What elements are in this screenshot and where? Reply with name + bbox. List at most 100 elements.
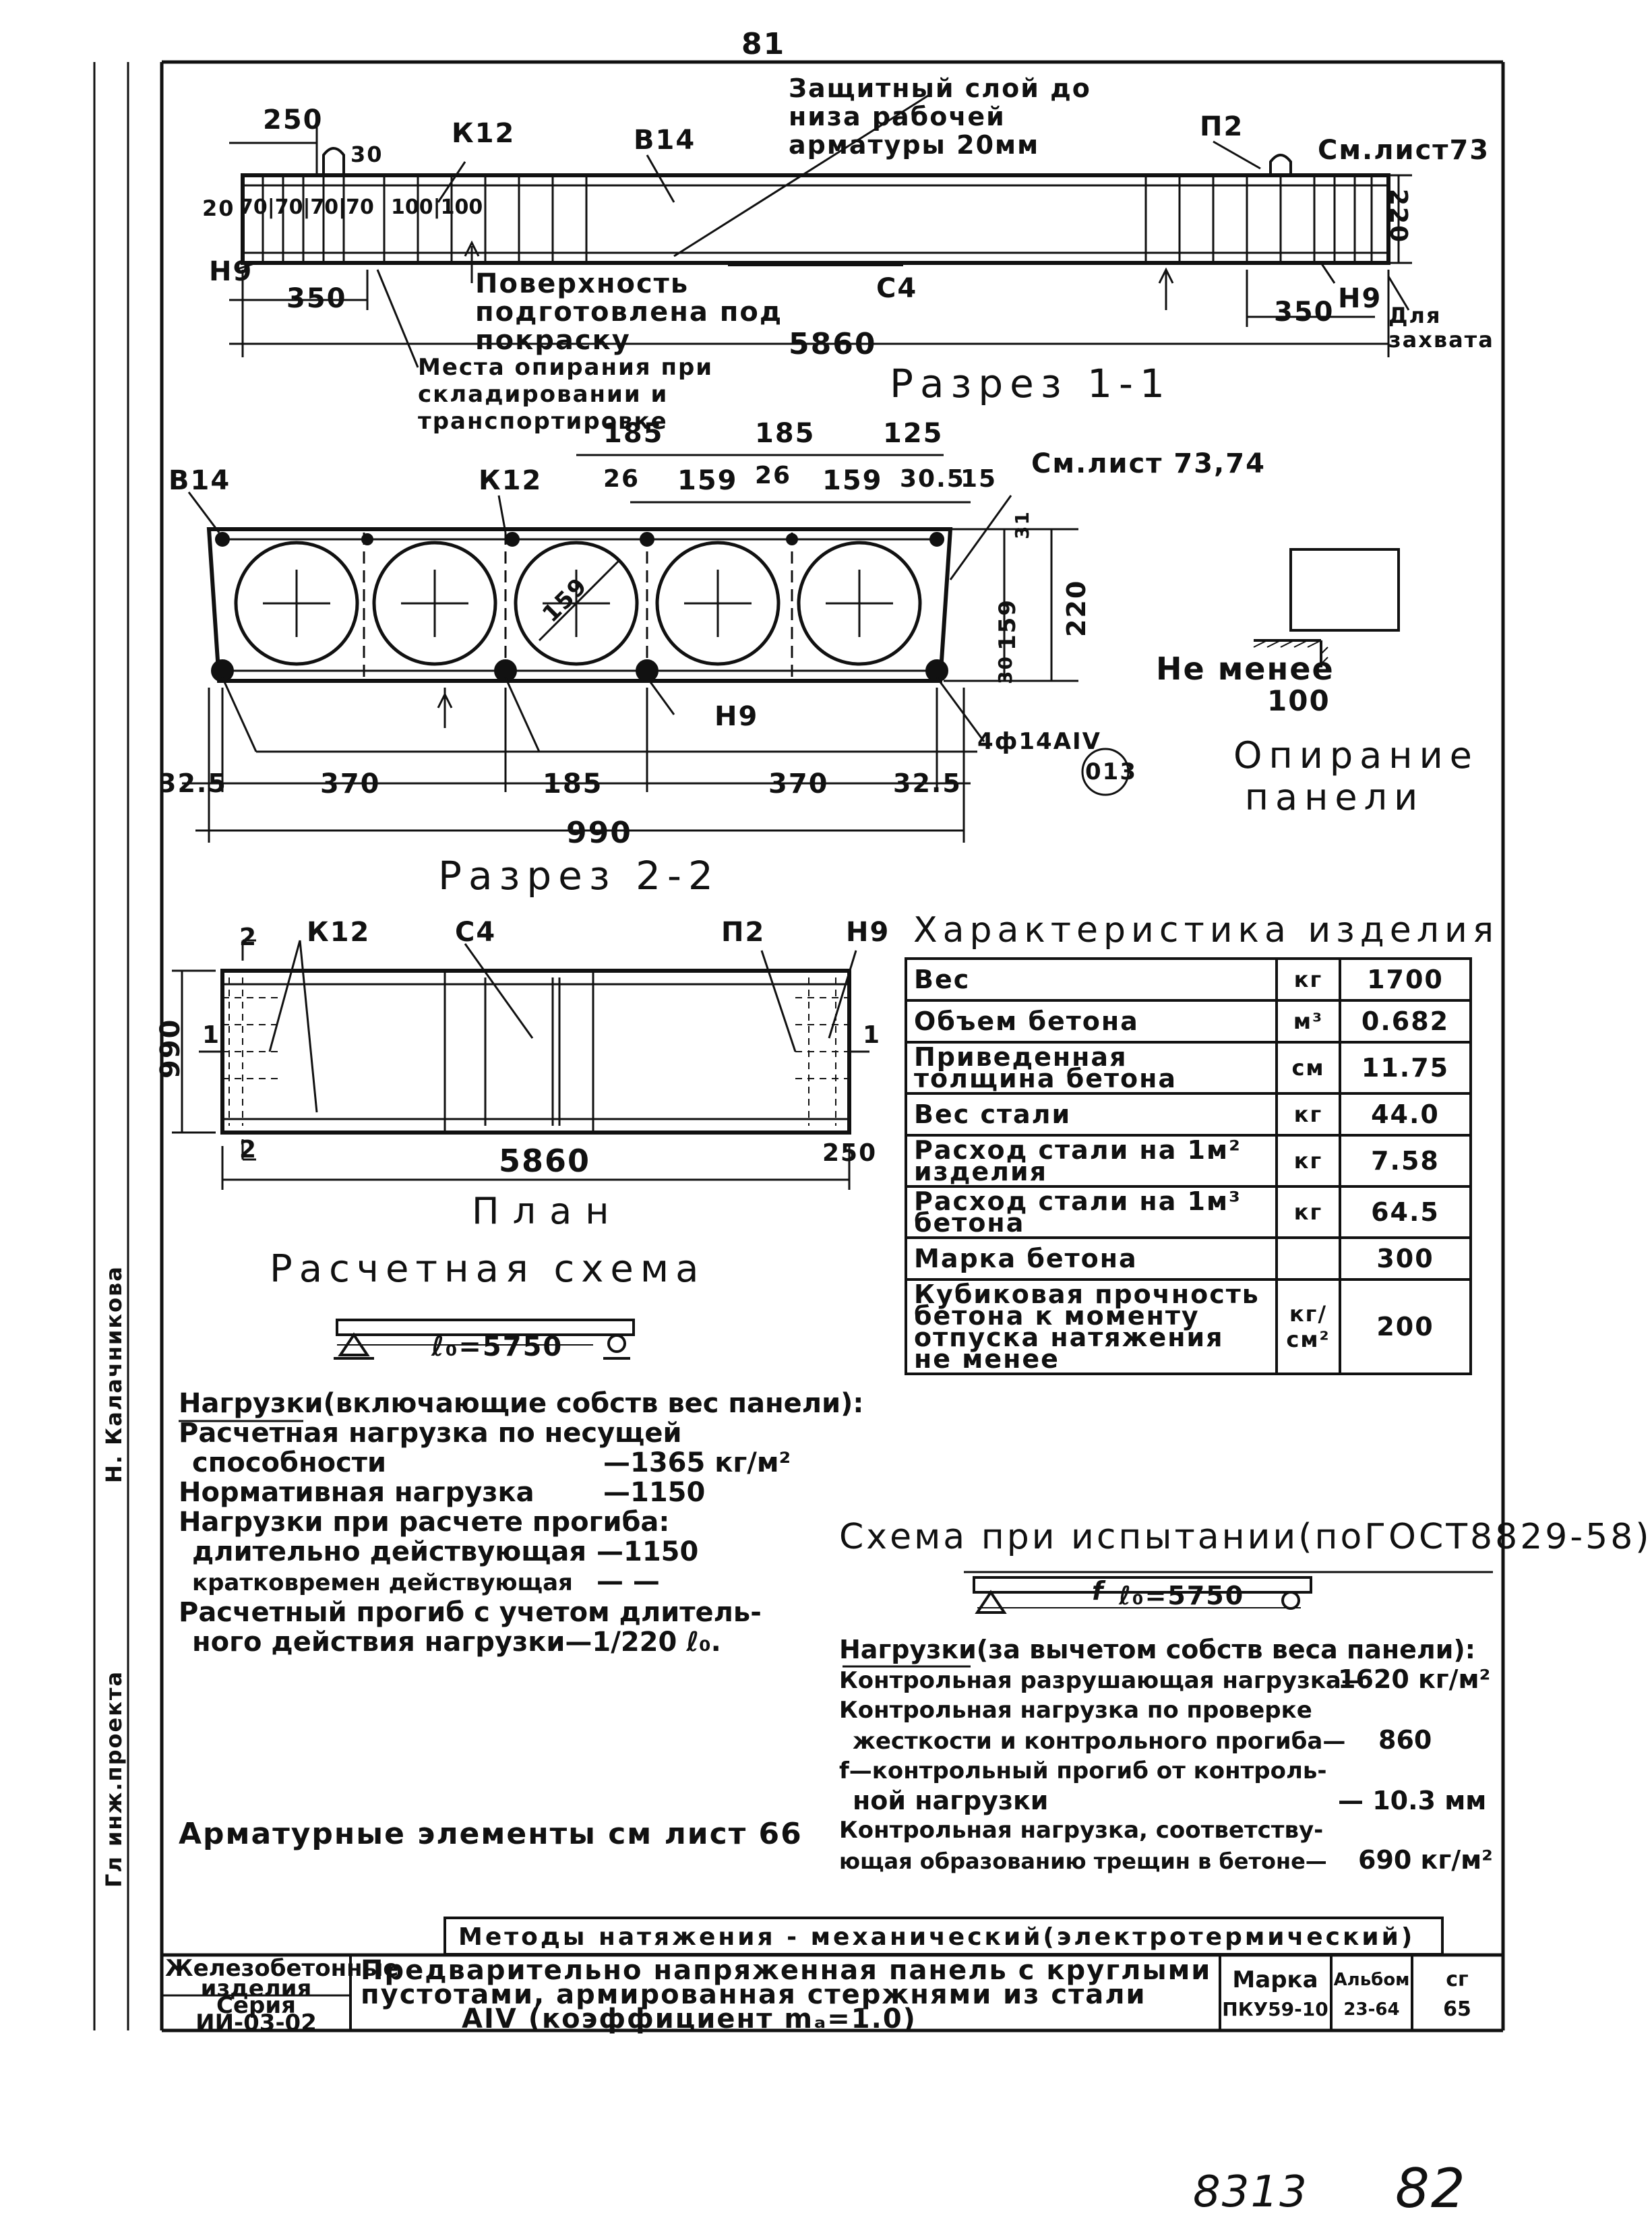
plan-mark-1-left: 1 bbox=[202, 1021, 221, 1049]
characteristic-value: 11.75 bbox=[1339, 1041, 1472, 1095]
characteristic-name: Вес стали bbox=[905, 1092, 1278, 1137]
dim-32-5-a: 32.5 bbox=[158, 769, 227, 798]
dim-250-top: 250 bbox=[263, 104, 324, 135]
label-h9-section2: Н9 bbox=[714, 701, 759, 732]
page-number-top: 81 bbox=[741, 27, 786, 61]
rebar-elements-note: Арматурные элементы см лист 66 bbox=[179, 1817, 803, 1851]
test-load-line-5: ной нагрузки bbox=[853, 1786, 1049, 1815]
dim-185-a: 185 bbox=[603, 418, 664, 449]
calc-load-value-3: —1150 bbox=[603, 1477, 706, 1508]
characteristic-value: 1700 bbox=[1339, 957, 1472, 1002]
calc-span: ℓ₀=5750 bbox=[431, 1331, 563, 1362]
support-places-note: Места опирания при складировании и транс… bbox=[418, 354, 714, 435]
calc-load-line-6: кратковремен действующая bbox=[192, 1569, 573, 1596]
dim-990-section2: 990 bbox=[566, 816, 632, 850]
series-value: ИИ-03-02 bbox=[195, 2010, 317, 2037]
test-f-mark: f bbox=[1092, 1576, 1105, 1606]
label-p2-section1: П2 bbox=[1200, 111, 1244, 142]
dim-15: 15 bbox=[960, 465, 998, 493]
characteristic-name: Приведенная толщина бетона bbox=[905, 1041, 1278, 1095]
characteristic-unit: кг bbox=[1275, 1134, 1341, 1188]
title-line-1: Предварительно напряженная панель с круг… bbox=[361, 1955, 1212, 1986]
mark-label: Марка bbox=[1232, 1966, 1318, 1993]
dim-26-a: 26 bbox=[603, 465, 640, 493]
dim-31: 31 bbox=[1011, 510, 1033, 539]
dim-370-a: 370 bbox=[320, 769, 381, 800]
section-2-2-title: Разрез 2-2 bbox=[438, 853, 720, 899]
test-scheme-title: Схема при испытании(поГОСТ8829-58) bbox=[839, 1517, 1652, 1557]
characteristic-value: 7.58 bbox=[1339, 1134, 1472, 1188]
calc-load-value-2: —1365 кг/м² bbox=[603, 1447, 791, 1478]
test-load-line-6: Контрольная нагрузка, соответству- bbox=[839, 1817, 1324, 1844]
test-load-line-7: ющая образованию трещин в бетоне— bbox=[839, 1848, 1327, 1874]
dim-159-b: 159 bbox=[822, 465, 883, 496]
org-line-2: изделия bbox=[200, 1975, 312, 2002]
calc-load-line-5: длительно действующая bbox=[192, 1536, 587, 1567]
album-label: Альбом bbox=[1333, 1970, 1410, 1990]
characteristic-value: 0.682 bbox=[1339, 999, 1472, 1044]
cover-layer-note: Защитный слой до низа рабочей арматуры 2… bbox=[789, 73, 1091, 160]
drawing-sheet: { "page_number_top": "81", "page_number_… bbox=[93, 27, 1649, 2220]
test-span: ℓ₀=5750 bbox=[1119, 1581, 1245, 1610]
title-block-series: Серия ИИ-03-02 bbox=[165, 1994, 347, 2037]
margin-stamp: Гл инж.проекта bbox=[101, 1670, 127, 1888]
support-min-label: Не менее bbox=[1156, 651, 1335, 687]
characteristic-unit: кг bbox=[1275, 1185, 1341, 1239]
plan-label-p2: П2 bbox=[721, 917, 766, 948]
test-load-value-5: — 10.3 мм bbox=[1338, 1786, 1487, 1815]
plan-dim-5860: 5860 bbox=[499, 1143, 591, 1179]
see-sheet-73-74: См.лист 73,74 bbox=[1031, 448, 1266, 479]
test-loads: Нагрузки(за вычетом собств веса панели):… bbox=[839, 1635, 1493, 1876]
plan-title: План bbox=[472, 1190, 623, 1232]
title-line-3: АIV (коэффициент bbox=[462, 2003, 774, 2035]
dim-100-series: 100|100 bbox=[391, 195, 483, 219]
sheet-value: 65 bbox=[1443, 1997, 1471, 2021]
dim-159-a: 159 bbox=[677, 465, 738, 496]
characteristic-value: 64.5 bbox=[1339, 1185, 1472, 1239]
test-load-line-1: Контрольная разрушающая нагрузка— bbox=[839, 1667, 1364, 1694]
margin-person: Н. Калачникова bbox=[101, 1265, 127, 1483]
characteristics-title: Характеристика изделия bbox=[913, 910, 1500, 951]
label-k12-section2: К12 bbox=[479, 465, 543, 496]
label-k12-section1: К12 bbox=[452, 118, 516, 149]
mark-value: ПКУ59-10 bbox=[1222, 1998, 1328, 2020]
calc-load-value-5: —1150 bbox=[596, 1536, 699, 1567]
calc-load-line-3: Нормативная нагрузка bbox=[179, 1477, 534, 1508]
grip-note: Для захвата bbox=[1388, 303, 1494, 353]
test-load-value-7: 690 кг/м² bbox=[1358, 1845, 1493, 1875]
dim-5860-section1: 5860 bbox=[789, 327, 877, 361]
dim-70-series: 70|70|70|70 bbox=[239, 195, 374, 219]
title-block-album: Альбом 23-64 bbox=[1333, 1965, 1411, 2024]
label-c4-section1: С4 bbox=[876, 273, 918, 304]
plan-label-h9: Н9 bbox=[846, 917, 890, 948]
dim-220-section2: 220 bbox=[1062, 579, 1091, 637]
calc-loads-header: Нагрузки(включающие собств вес панели): bbox=[179, 1388, 864, 1419]
calc-load-line-1: Расчетная нагрузка по несущей bbox=[179, 1418, 682, 1449]
label-b14-section2: В14 bbox=[169, 465, 231, 496]
support-min-value: 100 bbox=[1267, 684, 1330, 717]
plan-label-c4: С4 bbox=[455, 917, 497, 948]
test-loads-header: Нагрузки(за вычетом собств веса панели): bbox=[839, 1635, 1475, 1664]
plan-mark-2-bottom: 2 bbox=[239, 1136, 258, 1164]
characteristic-unit: кг bbox=[1275, 957, 1341, 1002]
support-caption: Опирание панели bbox=[1233, 734, 1479, 818]
dim-350-right: 350 bbox=[1274, 297, 1335, 328]
test-load-value-1: 1620 кг/м² bbox=[1338, 1664, 1491, 1694]
characteristic-name: Объем бетона bbox=[905, 999, 1278, 1044]
characteristic-value: 300 bbox=[1339, 1236, 1472, 1281]
dim-370-b: 370 bbox=[768, 769, 829, 800]
calc-load-line-2: способности bbox=[192, 1447, 386, 1478]
characteristic-unit: м³ bbox=[1275, 999, 1341, 1044]
characteristic-unit: кг/см² bbox=[1275, 1278, 1341, 1375]
sheet-label: сг bbox=[1446, 1968, 1469, 1991]
plan-label-k12: К12 bbox=[307, 917, 371, 948]
test-load-line-2: Контрольная нагрузка по проверке bbox=[839, 1697, 1312, 1724]
plan-mark-1-right: 1 bbox=[863, 1021, 882, 1049]
title-coefficient: mₐ=1.0) bbox=[784, 2003, 917, 2035]
rebar-ref: 013 bbox=[1085, 758, 1137, 785]
